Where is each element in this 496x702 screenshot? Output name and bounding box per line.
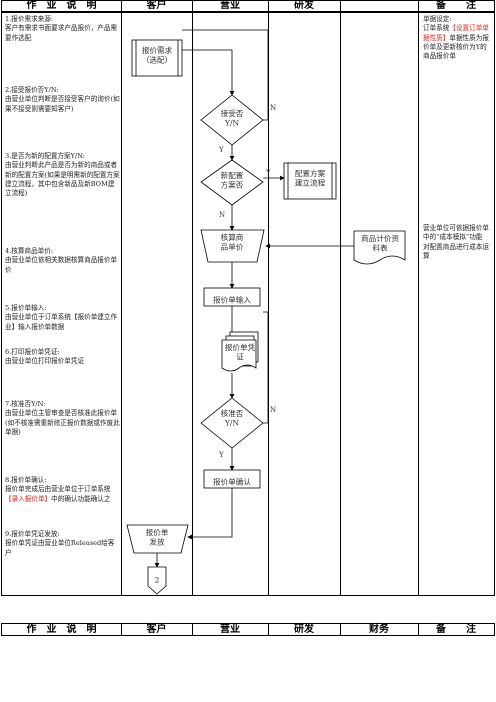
step-description: 4.核算商品单价:由营业单位依相关数据核算商品报价单价 xyxy=(5,247,118,274)
calc-price-label: 核算商品单价 xyxy=(221,232,244,252)
footer-finance: 财务 xyxy=(369,624,389,635)
quote-confirm-label: 报价单确认 xyxy=(213,477,251,487)
header-rd: 研发 xyxy=(294,0,314,11)
config-plan-label: 配置方案建立流程 xyxy=(295,168,326,188)
accept-y-label: Y xyxy=(218,146,224,154)
new-config-decision-diamond xyxy=(200,159,264,206)
footer-grid xyxy=(1,623,495,636)
connector-label: 2 xyxy=(155,576,160,585)
quote-voucher-document xyxy=(221,331,259,372)
quote-issue-label: 报价单发放 xyxy=(146,527,169,547)
step-description: 1.报价需求来源:客户有需求书面要求产品报价，产品需要作选配 xyxy=(5,15,118,42)
cost-data-label: 商品计价资料表 xyxy=(361,233,399,253)
header-description: 作 业 说 明 xyxy=(26,0,97,11)
step-description: 5.报价单输入:由营业单位于订单系统【报价单建立作业】输入报价单数据 xyxy=(5,304,118,331)
header-remarks: 备 注 xyxy=(436,0,476,11)
footer-customer: 客户 xyxy=(146,624,167,635)
step-description: 2.接受报价否Y/N:由营业单位判断是否接受客户的询价(如果不接受则需要知客户) xyxy=(5,86,120,113)
calc-price-trapezoid xyxy=(200,229,265,263)
quote-request-label: 报价需求（选配） xyxy=(142,45,173,65)
header-row xyxy=(1,0,495,12)
newcfg-n-label: N xyxy=(219,211,225,219)
footer-sales: 营业 xyxy=(220,624,240,635)
accept-decision-diamond xyxy=(200,94,264,146)
remark-note: 营业单位可依据报价单中的“成本模拟”功能对配置商品进行成本运算 xyxy=(423,224,489,260)
swimlane-grid xyxy=(1,0,495,596)
config-plan-process xyxy=(283,162,337,200)
step-description: 6.打印报价单凭证:由营业单位打印报价单凭证 xyxy=(5,348,85,366)
quote-input-box xyxy=(203,287,261,307)
header-sales: 营业 xyxy=(220,0,240,11)
approve-decision-diamond xyxy=(200,397,264,449)
footer-rd: 研发 xyxy=(294,624,314,635)
flow-connectors xyxy=(154,29,354,568)
step-description: 9.报价单凭证发放:报价单凭证由营业单位Released给客户 xyxy=(5,530,115,557)
approve-y-label: Y xyxy=(218,451,224,459)
quote-input-label: 报价单输入 xyxy=(213,295,251,305)
branch-labels: N Y Y N N Y xyxy=(218,104,276,459)
offpage-connector xyxy=(147,566,167,595)
quote-voucher-label: 报价单凭证 xyxy=(225,342,256,362)
accept-n-label: N xyxy=(270,104,276,112)
footer-description: 作 业 说 明 xyxy=(26,624,97,635)
quote-confirm-box xyxy=(203,469,261,489)
step-description: 3.是否为新的配置方案Y/N:由营业判断此产品是否为新的商品或者新的配置方案(如… xyxy=(5,152,120,198)
cost-data-document xyxy=(353,230,406,265)
header-customer: 客户 xyxy=(146,0,167,11)
footer-remarks: 备 注 xyxy=(436,624,476,635)
step-description: 8.报价单确认:报价单完成后由营业单位于订单系统【录入报价单】中的确认功能确认之 xyxy=(5,476,111,503)
step-description: 7.核准否Y/N:由营业单位主管审查是否核准此报价单(如不核准需重新修正报价数据… xyxy=(5,400,120,436)
newcfg-y-label: Y xyxy=(265,169,271,177)
approve-n-label: N xyxy=(270,406,276,414)
quote-issue-trapezoid xyxy=(126,524,189,554)
quote-request-process xyxy=(131,39,183,77)
remark-note: 单据设定:订单系统【设置订单单据性质】单据性质为报价单及更新核价为Y的商品报价单 xyxy=(423,15,489,61)
new-config-label: 新配置方案否 xyxy=(221,170,244,190)
